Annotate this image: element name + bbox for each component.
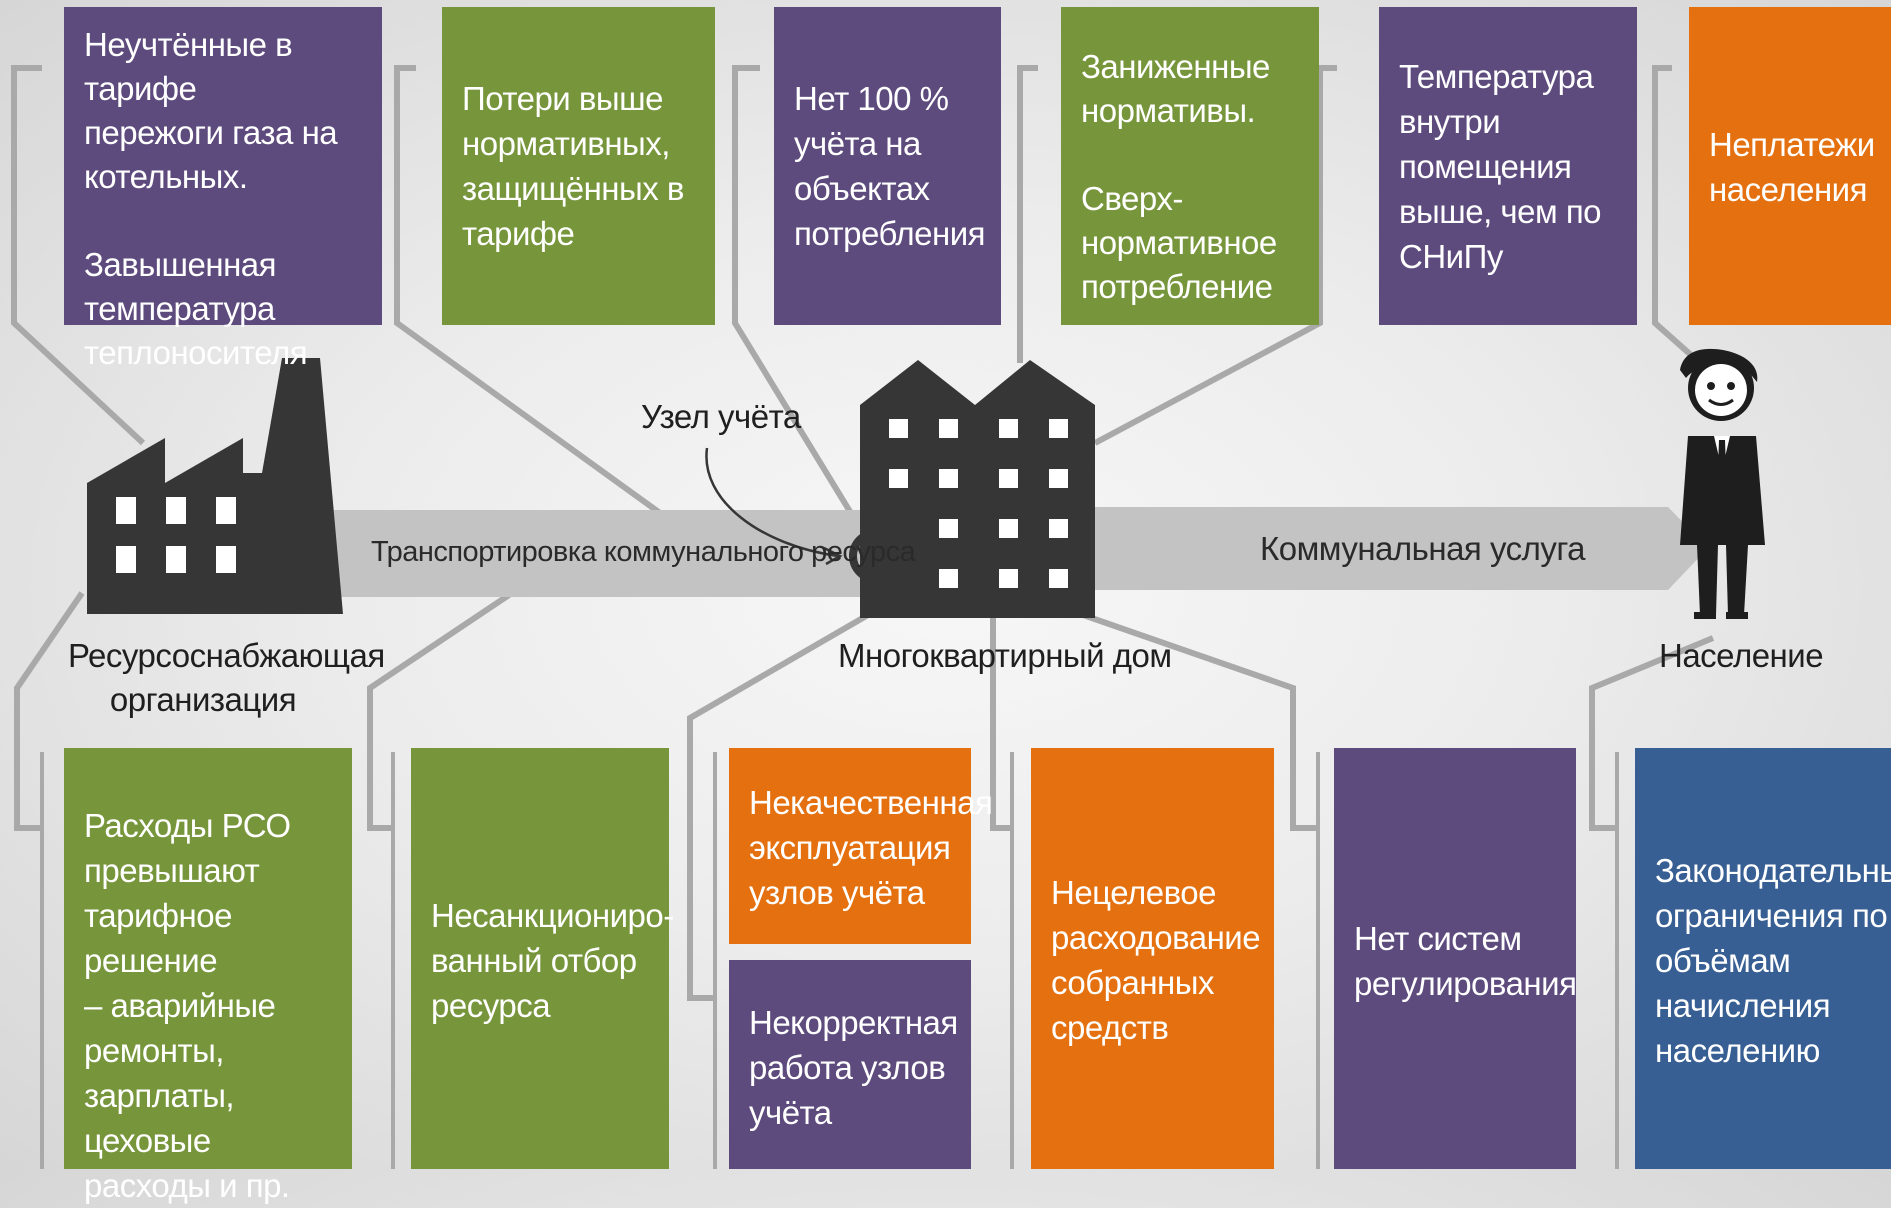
box-incorrect-meter-work: Некорректная работа узлов учёта [729,960,971,1169]
box-legislative-limits: Законодательные ограничения по объёмам н… [1635,748,1891,1169]
box-text: Нет 100 % учёта на объектах потребления [794,80,986,252]
apartment-building-icon [860,360,1095,618]
box-nonpayments: Неплатежи населения [1689,7,1891,325]
box-no-regulation-systems: Нет систем регулирования [1334,748,1577,1169]
label-supplier: Ресурсоснабжающая организация [68,637,385,718]
label-transport: Транспортировка коммунального ресурса [371,536,916,568]
box-poor-meter-operation: Некачественная эксплуатация узлов учёта [729,748,993,944]
factory-icon [87,358,343,614]
label-service: Коммунальная услуга [1260,530,1586,567]
box-text: Некорректная работа узлов учёта [749,1004,958,1131]
box-text: Несанкциониро- ванный отбор ресурса [431,897,674,1024]
box-text: Нецелевое расходование собранных средств [1051,874,1261,1046]
box-text: Некачественная эксплуатация узлов учёта [749,784,993,911]
flow-arrows [330,507,1708,597]
box-text: Расходы РСО превышают тарифное решение –… [84,807,291,1204]
label-meter: Узел учёта [641,398,801,435]
label-building: Многоквартирный дом [838,637,1172,674]
box-misuse-of-funds: Нецелевое расходование собранных средств [1031,748,1274,1169]
connector-lines [11,65,1715,1169]
box-unauthorized-withdrawal: Несанкциониро- ванный отбор ресурса [411,748,674,1169]
box-losses-above-norm: Потери выше нормативных, защищённых в та… [442,7,715,325]
label-population: Население [1659,637,1824,674]
box-indoor-temperature: Температура внутри помещения выше, чем п… [1379,7,1637,325]
box-low-norms: Заниженные нормативы. Сверх- нормативное… [1061,7,1319,325]
meter-icon [705,447,906,593]
person-icon [1680,348,1765,619]
box-text: Нет систем регулирования [1354,920,1577,1002]
box-text: Законодательные ограничения по объёмам н… [1655,852,1891,1069]
service-arrow [1090,507,1708,590]
box-text: Неучтённые в тарифе пережоги газа на кот… [84,26,338,371]
box-text: Потери выше нормативных, защищённых в та… [462,80,684,252]
box-gas-overburn: Неучтённые в тарифе пережоги газа на кот… [64,7,382,371]
box-text: Температура внутри помещения выше, чем п… [1399,58,1602,275]
box-text: Неплатежи населения [1709,126,1875,208]
box-no-full-metering: Нет 100 % учёта на объектах потребления [774,7,1001,325]
box-text: Заниженные нормативы. Сверх- нормативное… [1081,48,1277,305]
box-rso-expenses: Расходы РСО превышают тарифное решение –… [64,748,352,1204]
transport-arrow [330,510,940,597]
